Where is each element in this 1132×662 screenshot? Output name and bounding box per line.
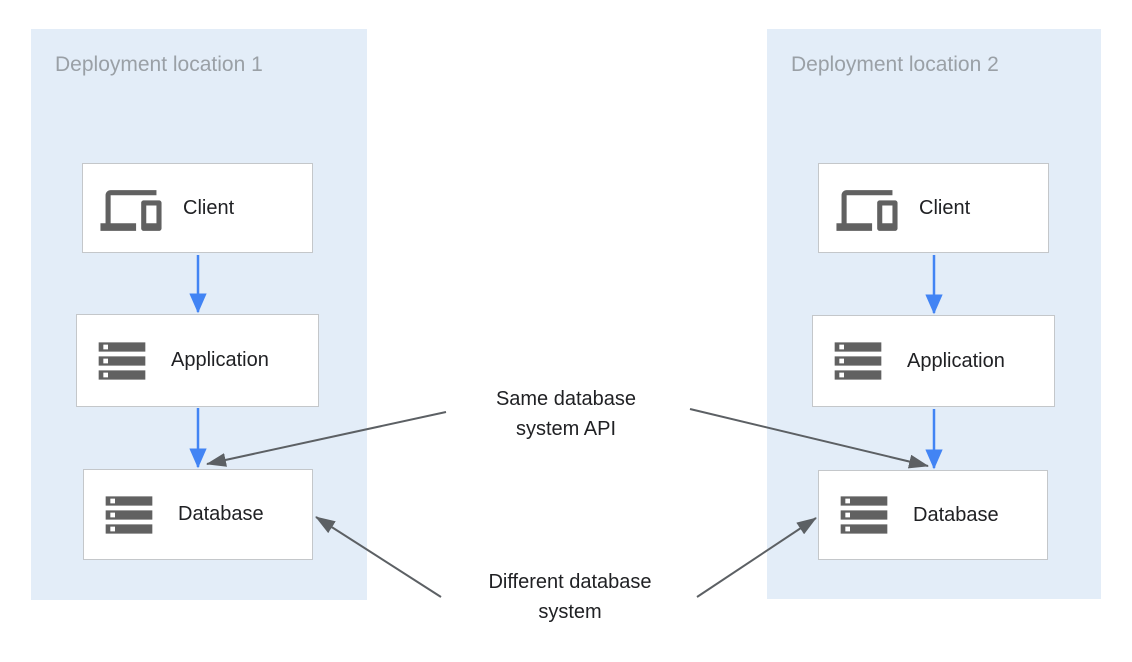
node-label: Database [913, 503, 999, 526]
devices-icon [100, 180, 162, 236]
node-label: Database [178, 503, 264, 525]
annotation-line: system API [515, 418, 617, 440]
node-database-1: Database [83, 469, 313, 560]
server-stack-icon [836, 487, 892, 543]
annotation-line: system [538, 601, 602, 623]
annotation-line: Different database [488, 571, 652, 593]
annotation-line: Same database [495, 388, 637, 410]
node-client-1: Client [82, 163, 313, 253]
node-database-2: Database [818, 470, 1048, 560]
node-label: Application [907, 349, 1005, 372]
node-label: Client [183, 196, 235, 219]
devices-icon [836, 180, 898, 236]
panel-title-1: Deployment location 1 [55, 53, 263, 76]
server-stack-icon [830, 333, 886, 389]
panel-title-2: Deployment location 2 [791, 53, 999, 76]
server-stack-icon [94, 333, 150, 389]
annotation-different-database-system: Different database system [444, 567, 696, 627]
server-stack-icon [101, 487, 157, 543]
annotation-same-database-api: Same database system API [440, 384, 692, 444]
node-label: Client [919, 196, 971, 219]
node-application-2: Application [812, 315, 1055, 407]
node-application-1: Application [76, 314, 319, 407]
node-label: Application [171, 349, 269, 371]
node-client-2: Client [818, 163, 1049, 253]
